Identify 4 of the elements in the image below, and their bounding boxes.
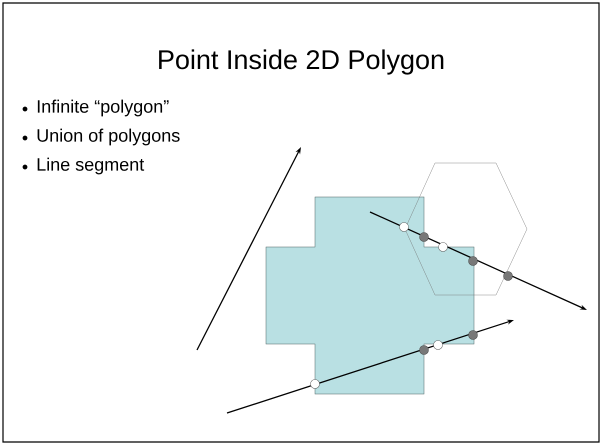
bullet-item: Line segment — [38, 158, 144, 174]
bullet-item: Union of polygons — [38, 128, 180, 146]
bullet-item: Infinite “polygon” — [38, 100, 169, 116]
slide-title: Point Inside 2D Polygon — [159, 49, 444, 75]
